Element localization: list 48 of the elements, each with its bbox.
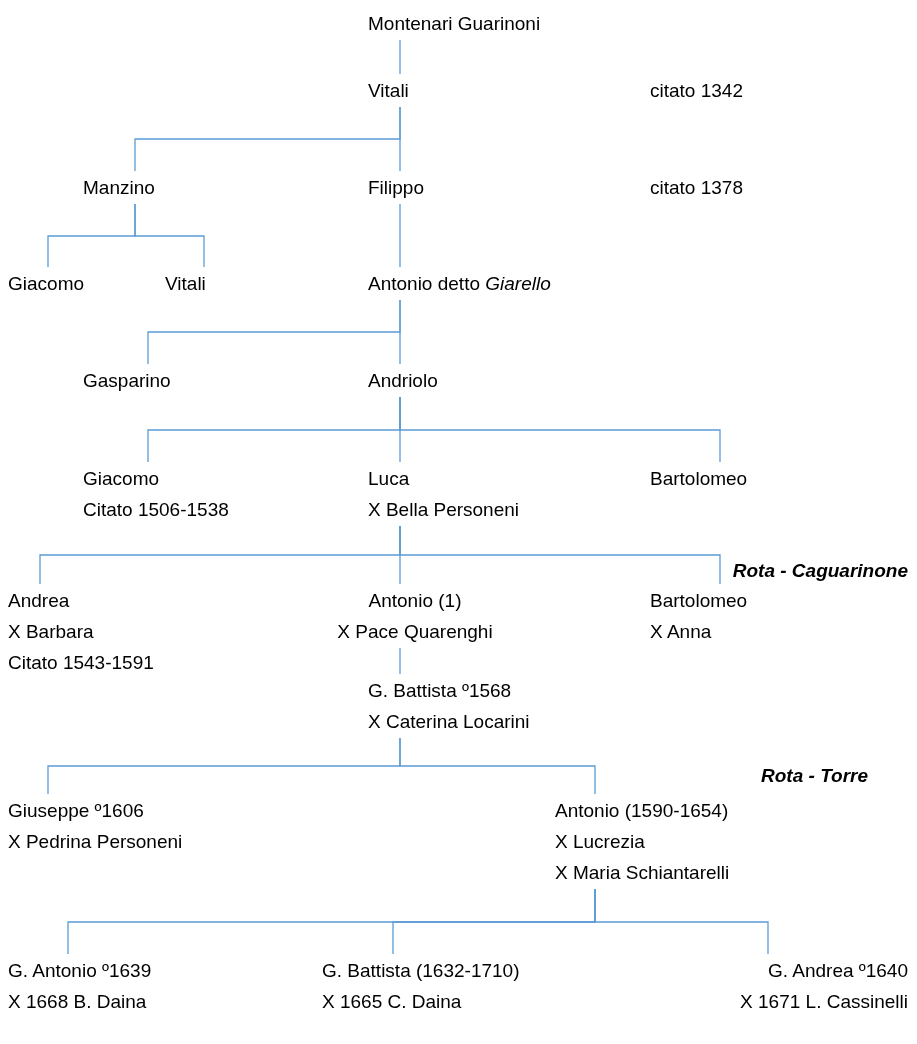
person-name: Antonio (1590-1654) xyxy=(555,799,730,823)
person-name: Montenari Guarinoni xyxy=(368,12,542,36)
tree-connector xyxy=(399,647,401,675)
person-name: X Anna xyxy=(650,620,713,644)
person-name: Bartolomeo xyxy=(650,467,749,491)
person-name: X Pedrina Personeni xyxy=(8,830,184,854)
person-name: Luca xyxy=(368,467,411,491)
person-name: X 1668 B. Daina xyxy=(8,990,148,1014)
date-note: citato 1378 xyxy=(650,176,743,200)
person-name: Andrea xyxy=(8,589,71,613)
person-name: X 1671 L. Cassinelli xyxy=(739,990,908,1014)
branch-label: Rota - Caguarinone xyxy=(732,559,908,583)
person-name: X Maria Schiantarelli xyxy=(555,861,731,885)
person-name: Manzino xyxy=(83,176,156,200)
person-name: G. Battista (1632-1710) xyxy=(322,959,521,983)
person-name: X Pace Quarenghi xyxy=(336,620,494,644)
person-name: Vitali xyxy=(368,79,410,103)
person-name: Citato 1543-1591 xyxy=(8,651,155,675)
person-name: X 1665 C. Daina xyxy=(322,990,463,1014)
person-name: G. Antonio º1639 xyxy=(8,959,153,983)
branch-label: Rota - Torre xyxy=(761,764,868,788)
tree-connector xyxy=(399,396,721,463)
person-name: Giacomo xyxy=(83,467,161,491)
tree-connector xyxy=(399,203,401,268)
person-name: X Lucrezia xyxy=(555,830,646,854)
person-name: Citato 1506-1538 xyxy=(83,498,230,522)
tree-connector xyxy=(399,737,596,795)
tree-connector xyxy=(399,106,401,172)
person-name: Bartolomeo xyxy=(650,589,749,613)
person-name: Gasparino xyxy=(83,369,172,393)
person-name: Giacomo xyxy=(8,272,86,296)
date-note: citato 1342 xyxy=(650,79,743,103)
person-name: X Barbara xyxy=(8,620,95,644)
tree-connector xyxy=(134,203,205,268)
person-name: Antonio (1) xyxy=(367,589,463,613)
person-name: X Bella Personeni xyxy=(368,498,521,522)
tree-connector xyxy=(399,39,401,75)
person-name: G. Andrea º1640 xyxy=(766,959,908,983)
tree-connector xyxy=(399,299,401,365)
person-name: G. Battista º1568 xyxy=(368,679,513,703)
person-name: Antonio detto Giarello xyxy=(368,272,552,296)
tree-connector xyxy=(594,888,769,955)
person-name: X Caterina Locarini xyxy=(368,710,531,734)
person-name: Filippo xyxy=(368,176,425,200)
person-name: Vitali xyxy=(165,272,207,296)
person-name: Andriolo xyxy=(368,369,439,393)
person-name: Giuseppe º1606 xyxy=(8,799,145,823)
tree-connector xyxy=(399,525,721,585)
